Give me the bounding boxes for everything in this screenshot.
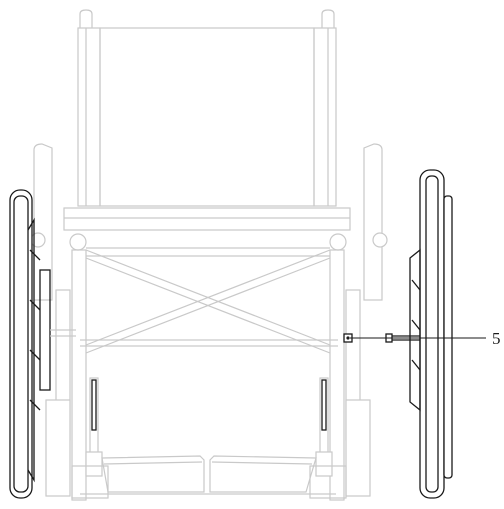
casters (45, 399, 371, 499)
left-rear-wheel (9, 189, 76, 499)
backrest (77, 9, 337, 207)
seat-frame (63, 207, 351, 354)
callout-label: 5 (492, 329, 501, 348)
right-rear-wheel (409, 169, 453, 499)
legrests (80, 377, 336, 495)
callout-5: 5 (350, 329, 501, 348)
